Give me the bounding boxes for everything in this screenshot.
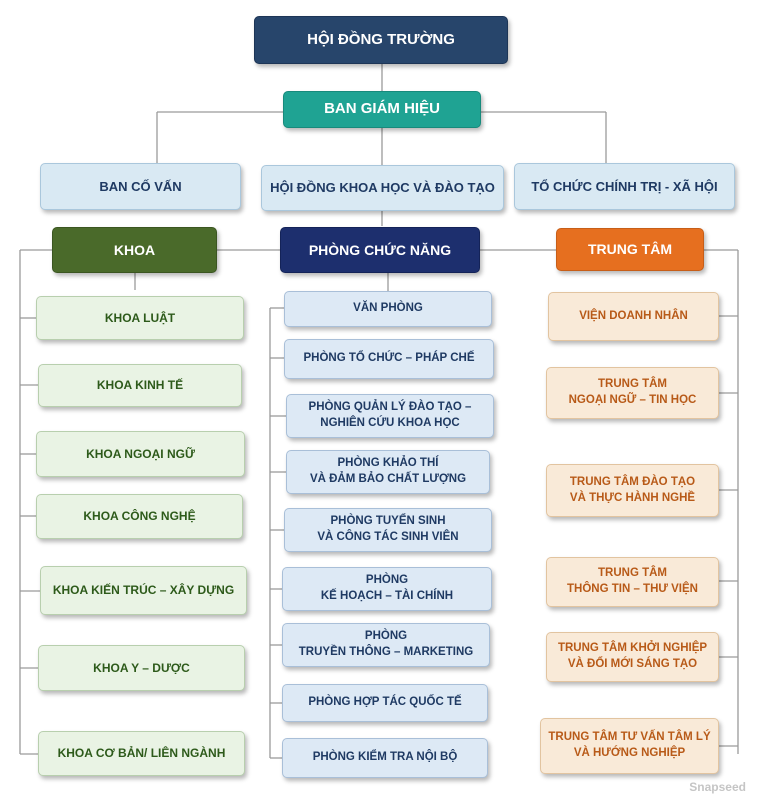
- trung-tam-item: TRUNG TÂM ĐÀO TẠO VÀ THỰC HÀNH NGHỀ: [546, 464, 719, 517]
- hoi-dong-truong-box: HỘI ĐỒNG TRƯỜNG: [254, 16, 508, 64]
- khoa-item-label: KHOA LUẬT: [104, 310, 176, 325]
- phong-item: PHÒNG KẾ HOẠCH – TÀI CHÍNH: [282, 567, 492, 611]
- khoa-item-label: KHOA CÔNG NGHỆ: [83, 509, 196, 524]
- phong-item-label: VĂN PHÒNG: [353, 302, 423, 315]
- watermark: Snapseed: [689, 780, 746, 794]
- trung-tam-item-label: TRUNG TÂM NGOẠI NGỮ – TIN HỌC: [568, 378, 697, 406]
- phong-item-label: PHÒNG HỢP TÁC QUỐC TẾ: [308, 696, 462, 709]
- phong-item-label: PHÒNG KHẢO THÍ VÀ ĐẢM BẢO CHẤT LƯỢNG: [309, 457, 467, 485]
- trung-tam-item: TRUNG TÂM KHỞI NGHIỆP VÀ ĐỔI MỚI SÁNG TẠ…: [546, 632, 719, 682]
- phong-item: PHÒNG QUẢN LÝ ĐÀO TẠO – NGHIÊN CỨU KHOA …: [286, 394, 494, 438]
- to-chuc-chinh-tri-label: TỔ CHỨC CHÍNH TRỊ - XÃ HỘI: [531, 178, 718, 194]
- phong-item: VĂN PHÒNG: [284, 291, 492, 327]
- ban-giam-hieu-label: BAN GIÁM HIỆU: [324, 100, 440, 118]
- phong-item-label: PHÒNG TỔ CHỨC – PHÁP CHẾ: [303, 352, 475, 365]
- trung-tam-item-label: TRUNG TÂM THÔNG TIN – THƯ VIỆN: [567, 567, 698, 595]
- trung-tam-item-label: VIỆN DOANH NHÂN: [579, 309, 688, 322]
- phong-chuc-nang-header-label: PHÒNG CHỨC NĂNG: [308, 241, 452, 258]
- khoa-item-label: KHOA KIẾN TRÚC – XÂY DỰNG: [52, 583, 235, 598]
- hoi-dong-khoa-hoc-box: HỘI ĐỒNG KHOA HỌC VÀ ĐÀO TẠO: [261, 165, 504, 211]
- phong-chuc-nang-header: PHÒNG CHỨC NĂNG: [280, 227, 480, 273]
- hoi-dong-truong-label: HỘI ĐỒNG TRƯỜNG: [307, 30, 455, 48]
- trung-tam-item: TRUNG TÂM TƯ VẤN TÂM LÝ VÀ HƯỚNG NGHIỆP: [540, 718, 719, 774]
- phong-item-label: PHÒNG QUẢN LÝ ĐÀO TẠO – NGHIÊN CỨU KHOA …: [308, 401, 472, 429]
- khoa-item: KHOA CƠ BẢN/ LIÊN NGÀNH: [38, 731, 245, 776]
- trung-tam-item-label: TRUNG TÂM KHỞI NGHIỆP VÀ ĐỔI MỚI SÁNG TẠ…: [557, 642, 708, 670]
- phong-item-label: PHÒNG TRUYỀN THÔNG – MARKETING: [298, 630, 474, 658]
- khoa-item: KHOA CÔNG NGHỆ: [36, 494, 243, 539]
- ban-co-van-label: BAN CỐ VẤN: [99, 178, 182, 194]
- khoa-item: KHOA LUẬT: [36, 296, 244, 340]
- trung-tam-header-label: TRUNG TÂM: [588, 241, 672, 258]
- phong-item: PHÒNG HỢP TÁC QUỐC TẾ: [282, 684, 488, 722]
- trung-tam-item: TRUNG TÂM THÔNG TIN – THƯ VIỆN: [546, 557, 719, 607]
- khoa-item-label: KHOA Y – DƯỢC: [93, 660, 190, 675]
- khoa-item: KHOA NGOẠI NGỮ: [36, 431, 245, 477]
- khoa-item: KHOA KINH TẾ: [38, 364, 242, 407]
- ban-giam-hieu-box: BAN GIÁM HIỆU: [283, 91, 481, 128]
- hoi-dong-khoa-hoc-label: HỘI ĐỒNG KHOA HỌC VÀ ĐÀO TẠO: [270, 180, 495, 196]
- khoa-header-label: KHOA: [113, 241, 156, 258]
- khoa-item-label: KHOA NGOẠI NGỮ: [86, 446, 195, 461]
- trung-tam-item-label: TRUNG TÂM TƯ VẤN TÂM LÝ VÀ HƯỚNG NGHIỆP: [548, 731, 711, 759]
- phong-item-label: PHÒNG KẾ HOẠCH – TÀI CHÍNH: [320, 574, 454, 602]
- khoa-item: KHOA KIẾN TRÚC – XÂY DỰNG: [40, 566, 247, 615]
- to-chuc-chinh-tri-box: TỔ CHỨC CHÍNH TRỊ - XÃ HỘI: [514, 163, 735, 210]
- phong-item: PHÒNG KIỂM TRA NỘI BỘ: [282, 738, 488, 778]
- phong-item: PHÒNG TỔ CHỨC – PHÁP CHẾ: [284, 339, 494, 379]
- khoa-header: KHOA: [52, 227, 217, 273]
- trung-tam-header: TRUNG TÂM: [556, 228, 704, 271]
- phong-item-label: PHÒNG KIỂM TRA NỘI BỘ: [312, 751, 458, 764]
- phong-item: PHÒNG TRUYỀN THÔNG – MARKETING: [282, 623, 490, 667]
- trung-tam-item-label: TRUNG TÂM ĐÀO TẠO VÀ THỰC HÀNH NGHỀ: [569, 475, 696, 504]
- phong-item: PHÒNG TUYỂN SINH VÀ CÔNG TÁC SINH VIÊN: [284, 508, 492, 552]
- trung-tam-item: VIỆN DOANH NHÂN: [548, 292, 719, 341]
- khoa-item-label: KHOA KINH TẾ: [96, 378, 184, 393]
- phong-item: PHÒNG KHẢO THÍ VÀ ĐẢM BẢO CHẤT LƯỢNG: [286, 450, 490, 494]
- trung-tam-item: TRUNG TÂM NGOẠI NGỮ – TIN HỌC: [546, 367, 719, 419]
- khoa-item: KHOA Y – DƯỢC: [38, 645, 245, 691]
- khoa-item-label: KHOA CƠ BẢN/ LIÊN NGÀNH: [57, 746, 226, 761]
- ban-co-van-box: BAN CỐ VẤN: [40, 163, 241, 210]
- phong-item-label: PHÒNG TUYỂN SINH VÀ CÔNG TÁC SINH VIÊN: [317, 515, 459, 543]
